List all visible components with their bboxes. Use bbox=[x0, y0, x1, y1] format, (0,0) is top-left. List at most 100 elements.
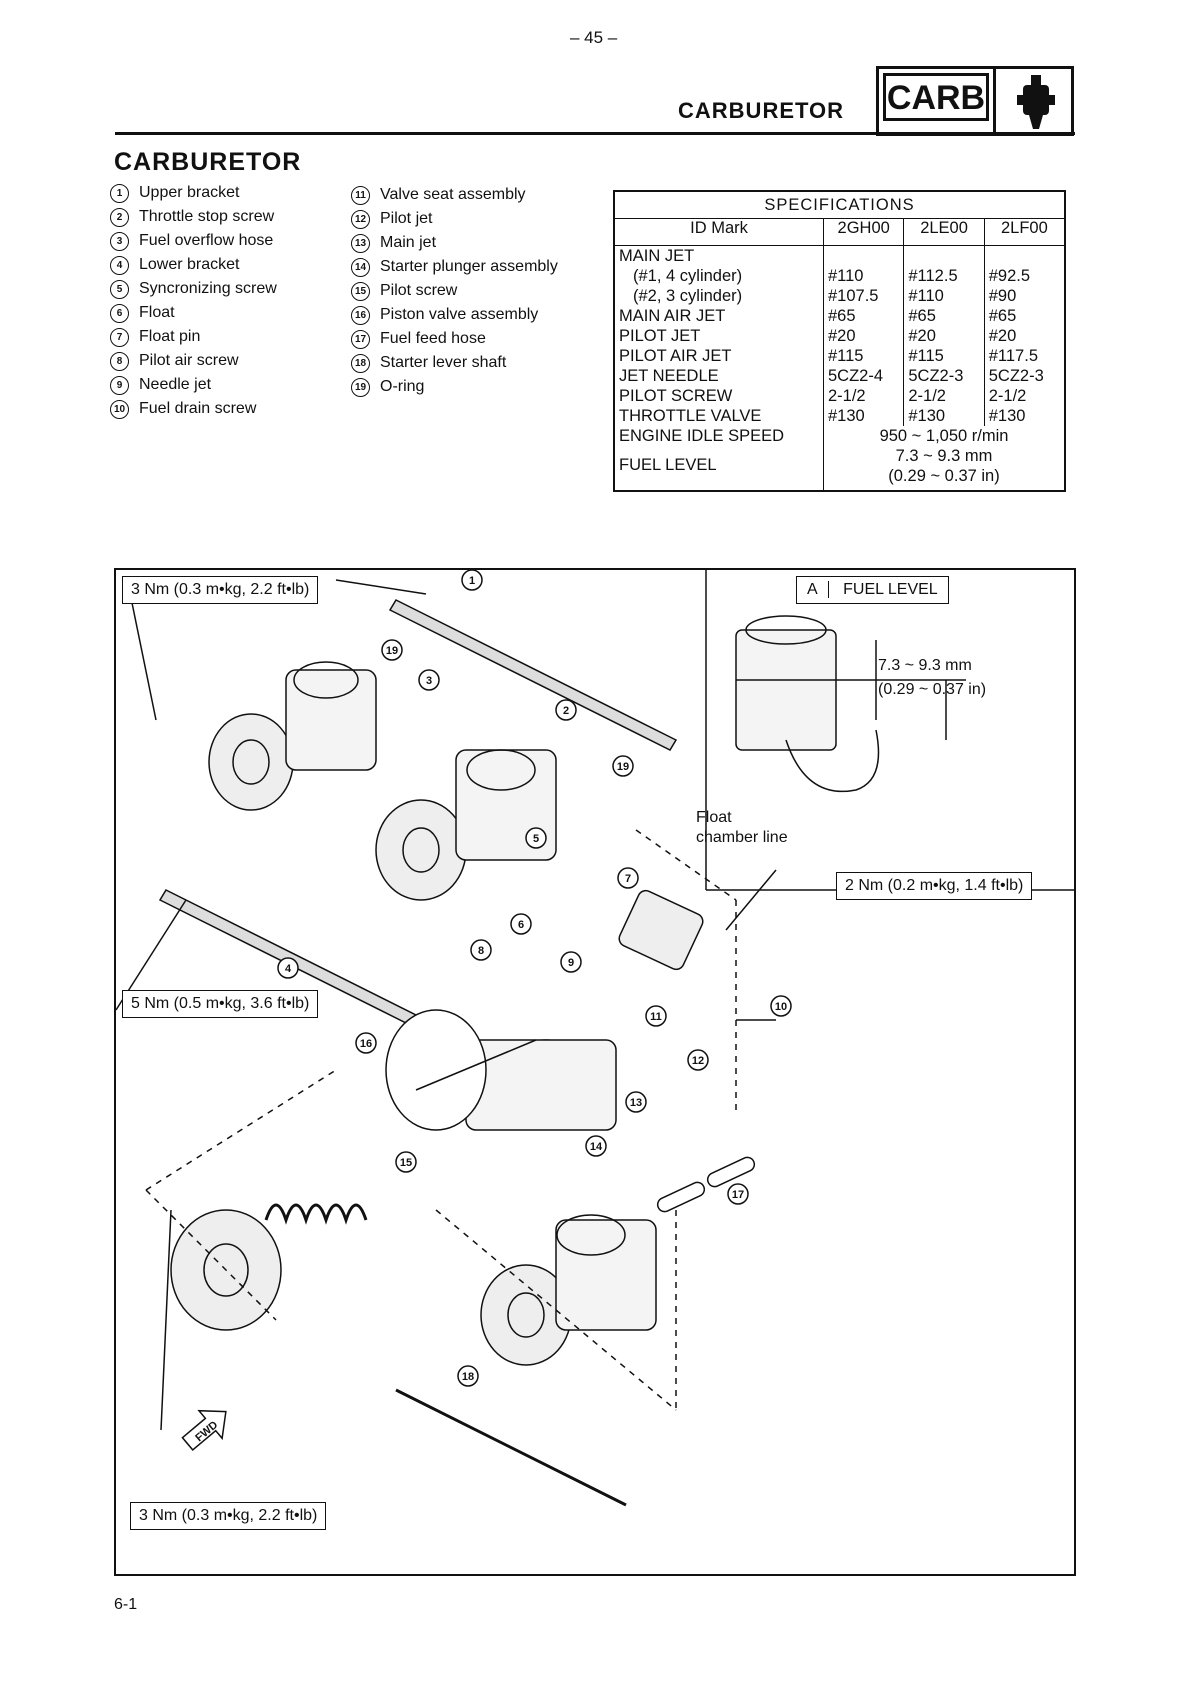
part-number: 13 bbox=[351, 233, 370, 253]
callout-circle bbox=[395, 1151, 417, 1173]
spec-row-label: MAIN JET bbox=[615, 245, 824, 266]
torque-callout-4: 3 Nm (0.3 m•kg, 2.2 ft•lb) bbox=[130, 1502, 327, 1530]
spec-row-label: (#2, 3 cylinder) bbox=[615, 285, 824, 306]
callout-circle bbox=[612, 755, 634, 777]
part-number: 16 bbox=[351, 305, 370, 325]
part-label: Throttle stop screw bbox=[139, 208, 275, 225]
spec-row-value: #130 bbox=[988, 406, 1026, 425]
part-number: 10 bbox=[110, 399, 129, 419]
spec-row-value: #117.5 bbox=[988, 346, 1038, 365]
carb-badge: CARB bbox=[876, 66, 1074, 136]
part-label: Starter plunger assembly bbox=[380, 258, 558, 275]
part-item: 5 Syncronizing screw bbox=[110, 277, 277, 301]
callout-number: 15 bbox=[400, 1157, 412, 1169]
part-number: 9 bbox=[110, 375, 129, 395]
float-chamber bbox=[618, 889, 704, 971]
part-number: 5 bbox=[110, 279, 129, 299]
callout-circle bbox=[510, 913, 532, 935]
part-label: Pilot jet bbox=[380, 210, 433, 227]
callout-circle bbox=[525, 827, 547, 849]
spec-row-label: PILOT JET bbox=[615, 325, 824, 346]
spec-row: (#2, 3 cylinder)#107.5#110#90 bbox=[615, 285, 1064, 306]
piston-spring bbox=[264, 1203, 368, 1225]
header-title: CARBURETOR bbox=[678, 98, 845, 123]
spec-row-value: 5CZ2-4 bbox=[823, 365, 905, 386]
spec-row-label: PILOT AIR JET bbox=[615, 345, 824, 366]
callout-number: 2 bbox=[563, 705, 569, 717]
model-2gh00: 2GH00 bbox=[822, 219, 905, 246]
part-label: Fuel feed hose bbox=[380, 330, 486, 347]
carburetor-icon bbox=[1017, 75, 1055, 129]
upper-bracket-shape bbox=[388, 599, 678, 751]
inset-in-label: (0.29 ~ 0.37 in) bbox=[878, 681, 986, 698]
callout-number: 3 bbox=[426, 675, 432, 687]
spec-row-value: #92.5 bbox=[988, 266, 1031, 285]
callout-circle bbox=[727, 1183, 749, 1205]
spec-row: MAIN AIR JET#65#65#65 bbox=[615, 305, 1064, 326]
callout-number: 11 bbox=[650, 1011, 662, 1023]
spec-row-value: #20 bbox=[823, 325, 905, 346]
idle-speed-label: ENGINE IDLE SPEED bbox=[615, 425, 824, 446]
spec-row-value: #110 bbox=[823, 265, 905, 286]
callout-number: 18 bbox=[462, 1371, 474, 1383]
callout-number: 14 bbox=[590, 1141, 603, 1153]
part-number: 11 bbox=[351, 185, 370, 205]
footer-page-number: 6-1 bbox=[114, 1596, 138, 1613]
part-label: Pilot air screw bbox=[139, 352, 239, 369]
spec-row-value bbox=[823, 245, 905, 266]
torque-callout-1: 3 Nm (0.3 m•kg, 2.2 ft•lb) bbox=[122, 576, 319, 604]
spec-row-value: #115 bbox=[903, 345, 985, 366]
spec-row-value: #110 bbox=[903, 285, 985, 306]
fuel-level-in: (0.29 ~ 0.37 in) bbox=[888, 466, 1000, 485]
part-label: Syncronizing screw bbox=[139, 280, 277, 297]
part-item: 9 Needle jet bbox=[110, 373, 277, 397]
callout-circle bbox=[418, 669, 440, 691]
callout-circle bbox=[687, 1049, 709, 1071]
id-mark-label: ID Mark bbox=[615, 219, 824, 246]
part-item: 2 Throttle stop screw bbox=[110, 205, 277, 229]
part-number: 2 bbox=[110, 207, 129, 227]
part-label: Piston valve assembly bbox=[380, 306, 539, 323]
inset-marker: A bbox=[797, 581, 829, 598]
callout-circle bbox=[617, 867, 639, 889]
chamber-label: chamber line bbox=[696, 829, 788, 846]
part-number: 14 bbox=[351, 257, 370, 277]
spec-row-label: THROTTLE VALVE bbox=[615, 405, 824, 426]
fwd-arrow-icon: FWD bbox=[181, 1409, 227, 1451]
part-label: Float pin bbox=[139, 328, 201, 345]
page-number: – 45 – bbox=[570, 28, 618, 47]
spec-row-value: 2-1/2 bbox=[823, 385, 905, 406]
carb1-body bbox=[208, 713, 294, 811]
part-label: Fuel overflow hose bbox=[139, 232, 274, 249]
spec-row-value bbox=[984, 245, 1064, 266]
starter-shaft-line bbox=[395, 1388, 627, 1507]
callout-circle bbox=[555, 699, 577, 721]
part-label: Needle jet bbox=[139, 376, 212, 393]
spec-row: MAIN JET bbox=[615, 245, 1064, 266]
part-label: Float bbox=[139, 304, 175, 321]
spec-row-value bbox=[903, 245, 985, 266]
callout-circle bbox=[457, 1365, 479, 1387]
spec-row-value: 2-1/2 bbox=[988, 386, 1027, 405]
model-2le00: 2LE00 bbox=[903, 219, 985, 246]
callout-circle bbox=[277, 957, 299, 979]
part-label: Lower bracket bbox=[139, 256, 240, 273]
spec-row-label: PILOT SCREW bbox=[615, 385, 824, 406]
torque-callout-3: 2 Nm (0.2 m•kg, 1.4 ft•lb) bbox=[836, 872, 1033, 900]
part-number: 7 bbox=[110, 327, 129, 347]
part-label: O-ring bbox=[380, 378, 425, 395]
part-label: Fuel drain screw bbox=[139, 400, 257, 417]
fuel-level-label: FUEL LEVEL bbox=[615, 445, 824, 490]
